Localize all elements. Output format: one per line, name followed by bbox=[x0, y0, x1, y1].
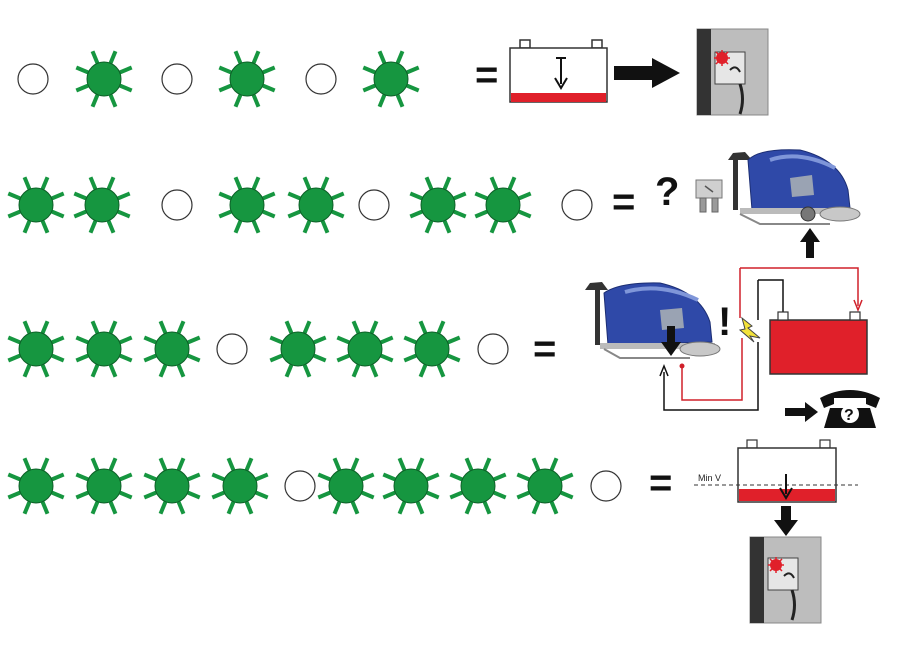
led-on-icon bbox=[317, 457, 375, 515]
question-text: ? bbox=[655, 170, 679, 214]
led-on-icon bbox=[409, 176, 467, 234]
led-on-icon bbox=[449, 457, 507, 515]
led-row-1 bbox=[17, 50, 420, 108]
exclamation-mark-row-3: ! bbox=[718, 300, 731, 344]
led-off-icon bbox=[17, 63, 49, 95]
led-row-4 bbox=[7, 457, 622, 515]
led-on-icon bbox=[7, 320, 65, 378]
equals-text-3: = bbox=[533, 327, 556, 371]
led-on-icon bbox=[75, 457, 133, 515]
right-arrow-icon-row-3 bbox=[785, 402, 818, 422]
led-on-icon bbox=[218, 176, 276, 234]
led-off-icon bbox=[305, 63, 337, 95]
equals-sign-row-4: = bbox=[649, 461, 672, 505]
led-on-icon bbox=[7, 176, 65, 234]
led-on-icon bbox=[143, 320, 201, 378]
equals-sign-row-1: = bbox=[475, 53, 498, 97]
equals-sign-row-2: = bbox=[612, 180, 635, 224]
down-arrow-icon-row-3 bbox=[661, 326, 681, 356]
equals-sign-row-3: = bbox=[533, 327, 556, 371]
led-off-icon bbox=[284, 470, 316, 502]
down-arrow-icon-row-4 bbox=[774, 506, 798, 536]
telephone-icon: ? bbox=[820, 390, 880, 428]
phone-question-text: ? bbox=[844, 407, 854, 424]
led-on-icon bbox=[75, 320, 133, 378]
led-on-icon bbox=[516, 457, 574, 515]
led-off-icon bbox=[161, 189, 193, 221]
led-on-icon bbox=[336, 320, 394, 378]
spark-icon bbox=[738, 316, 761, 343]
led-off-icon bbox=[561, 189, 593, 221]
led-on-icon bbox=[143, 457, 201, 515]
right-arrow-icon-row-1 bbox=[614, 58, 680, 88]
led-off-icon bbox=[161, 63, 193, 95]
led-on-icon bbox=[362, 50, 420, 108]
led-on-icon bbox=[75, 50, 133, 108]
battery-icon-row-4: Min V bbox=[694, 439, 858, 503]
led-off-icon bbox=[590, 470, 622, 502]
up-arrow-icon-row-2 bbox=[800, 228, 820, 258]
scrubber-machine-icon-row-3 bbox=[585, 282, 721, 359]
equals-text-1: = bbox=[475, 53, 498, 97]
exclamation-text: ! bbox=[718, 300, 731, 344]
led-on-icon bbox=[287, 176, 345, 234]
battery-icon-row-3 bbox=[769, 311, 868, 375]
led-row-3 bbox=[7, 320, 509, 378]
led-on-icon bbox=[269, 320, 327, 378]
led-on-icon bbox=[211, 457, 269, 515]
min-v-label: Min V bbox=[698, 473, 721, 483]
scrubber-machine-icon-row-2 bbox=[728, 149, 861, 225]
equals-text-4: = bbox=[649, 461, 672, 505]
charger-photo-row-4 bbox=[749, 536, 822, 624]
question-mark-row-2: ? bbox=[655, 170, 679, 214]
fuse-icon bbox=[695, 179, 723, 213]
wiring-lines bbox=[659, 267, 863, 411]
led-on-icon bbox=[73, 176, 131, 234]
led-off-icon bbox=[477, 333, 509, 365]
led-on-icon bbox=[7, 457, 65, 515]
led-on-icon bbox=[474, 176, 532, 234]
led-on-icon bbox=[218, 50, 276, 108]
led-on-icon bbox=[382, 457, 440, 515]
led-on-icon bbox=[403, 320, 461, 378]
battery-icon-row-1 bbox=[509, 39, 608, 103]
led-off-icon bbox=[358, 189, 390, 221]
led-off-icon bbox=[216, 333, 248, 365]
led-row-2 bbox=[7, 176, 593, 234]
equals-text-2: = bbox=[612, 180, 635, 224]
charger-photo-row-1 bbox=[696, 28, 769, 116]
